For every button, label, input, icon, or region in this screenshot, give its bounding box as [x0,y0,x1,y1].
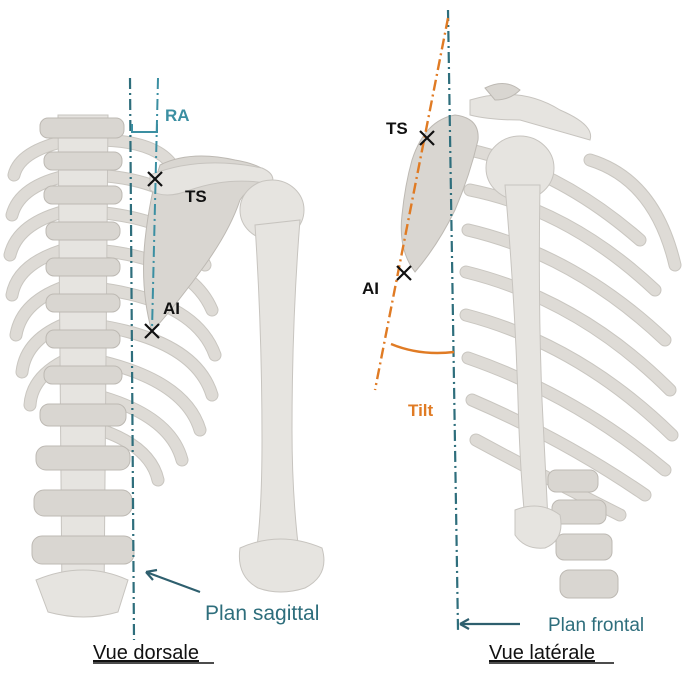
ra-label: RA [165,106,190,125]
lateral-ribs [466,150,675,515]
frontal-plane-label: Plan frontal [548,615,644,636]
frontal-plane-line [448,10,458,630]
lateral-view-skeleton [401,83,675,598]
ra-angle-bracket [132,124,157,132]
ai-label-dorsal: AI [163,299,180,318]
frontal-arrow [460,619,520,629]
ts-label-lateral: TS [386,119,408,138]
ai-label-lateral: AI [362,279,379,298]
dorsal-view-skeleton [10,115,324,617]
dorsal-view-title: Vue dorsale [93,642,199,664]
ts-label-dorsal: TS [185,187,207,206]
tilt-label: Tilt [408,401,434,420]
sagittal-arrow [146,570,200,592]
lateral-view-title: Vue latérale [489,642,595,664]
lateral-clavicle [470,83,591,140]
dorsal-humerus [239,180,324,592]
sagittal-plane-label: Plan sagittal [205,602,319,625]
tilt-angle-arc [391,344,454,353]
